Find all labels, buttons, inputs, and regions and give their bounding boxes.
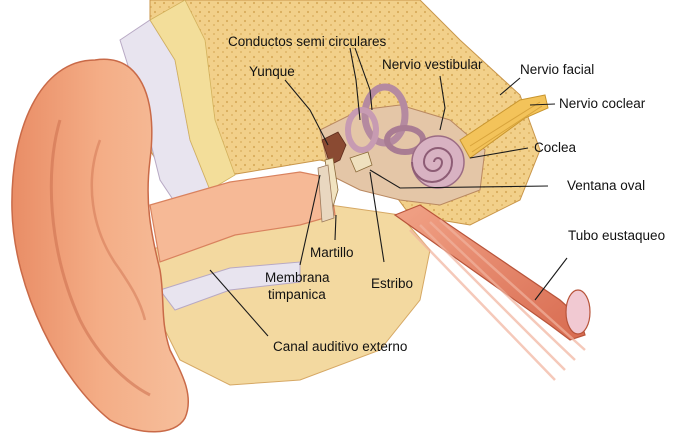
- label-canal: Canal auditivo externo: [273, 339, 407, 354]
- label-tubo-eustaqueo: Tubo eustaqueo: [568, 228, 665, 243]
- label-coclea: Coclea: [534, 140, 577, 155]
- label-nervio-vestibular: Nervio vestibular: [382, 57, 483, 72]
- label-estribo: Estribo: [371, 276, 413, 291]
- label-yunque: Yunque: [249, 64, 295, 79]
- eustachian-tube-opening: [566, 290, 590, 334]
- label-martillo: Martillo: [310, 245, 354, 260]
- label-nervio-coclear: Nervio coclear: [559, 96, 646, 111]
- label-membrana-line2: timpanica: [268, 287, 326, 302]
- label-ventana-oval: Ventana oval: [567, 178, 645, 193]
- label-membrana-line1: Membrana: [265, 270, 330, 285]
- label-conductos: Conductos semi circulares: [228, 34, 387, 49]
- label-nervio-facial: Nervio facial: [520, 62, 594, 77]
